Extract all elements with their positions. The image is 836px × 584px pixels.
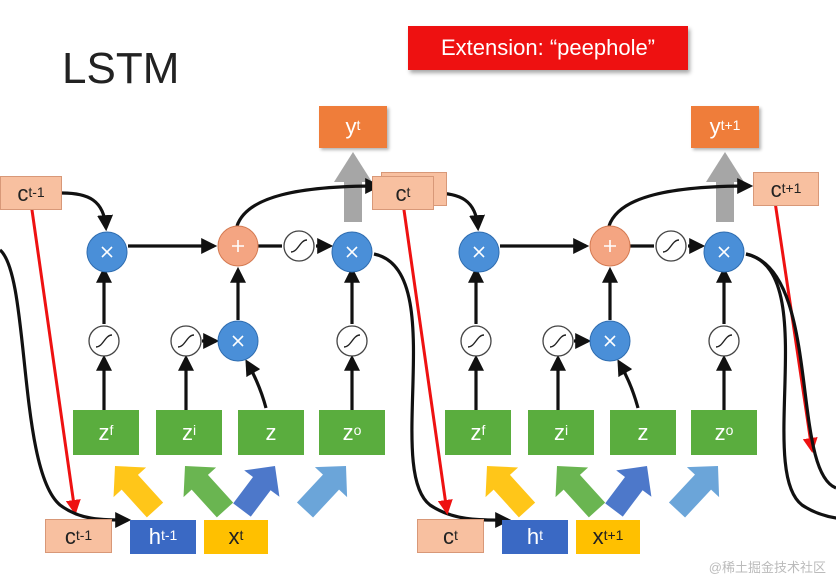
cell-1-fat-arrow-3 (233, 466, 280, 517)
cell-2-output-sigmoid-icon (708, 325, 740, 357)
cell-2-peephole-arrow (400, 195, 453, 515)
cell-2-output-multiply-icon (703, 231, 745, 273)
cell-1-c-prev-top: ct-1 (0, 176, 62, 210)
cell-1-c-bottom: ct-1 (45, 519, 112, 553)
cell-2-fat-arrow-2 (555, 466, 606, 518)
cell-2-forget-sigmoid-icon (460, 325, 492, 357)
cell-1-add-to-c-next (235, 178, 382, 227)
cell-2-fat-arrow-3 (605, 466, 652, 517)
cell-1-input-sigmoid-icon (170, 325, 202, 357)
cell-1-peephole-arrow (28, 195, 81, 515)
cell-2-h-input: ht (502, 520, 568, 554)
cell-1-fat-arrow-1 (113, 466, 164, 518)
cell-1-c-to-forget-mul (61, 191, 114, 232)
cell-2-fat-arrow-1 (485, 466, 536, 518)
cell-2-add-icon (589, 225, 631, 267)
cell-1-input-multiply-icon (217, 320, 259, 362)
cell-2-input-multiply-icon (589, 320, 631, 362)
cell-2-fat-arrow-4 (668, 466, 720, 518)
cell-2-gate-forget: zf (445, 410, 511, 455)
cell-1-output-sigmoid-icon (336, 325, 368, 357)
cell-1-gray-arrow-head (334, 152, 372, 182)
cell-2-gate-input: zi (528, 410, 594, 455)
cell-1-fat-arrow-2 (183, 466, 234, 518)
cell-1-gray-arrow-shaft (344, 182, 362, 222)
cell-2-x-input: xt+1 (576, 520, 640, 554)
cell-2-gray-arrow-head (706, 152, 744, 182)
cell-2-c-bottom: ct (417, 519, 484, 553)
cell-1-x-input: xt (204, 520, 268, 554)
cell-2-h-next-curve (745, 252, 836, 520)
cell-1-y-output: yt (319, 106, 387, 148)
cell-1-tanh-icon (283, 230, 315, 262)
cell-2-add-to-c-next (607, 178, 754, 227)
extension-banner: Extension: “peephole” (408, 26, 688, 70)
cell-2-input-sigmoid-icon (542, 325, 574, 357)
incoming-h-curve (0, 248, 132, 528)
cell-1-fat-arrow-4 (296, 466, 348, 518)
cell-1-z-to-input-mul (245, 359, 268, 409)
cell-1-output-multiply-icon (331, 231, 373, 273)
cell-2-gray-arrow-shaft (716, 182, 734, 222)
cell-2-forget-multiply-icon (458, 231, 500, 273)
cell-1-gate-input: zi (156, 410, 222, 455)
cell-2-c-next-top: ct+1 (753, 172, 819, 206)
page-title: LSTM (62, 44, 180, 93)
cell-1-add-icon (217, 225, 259, 267)
cell-2-gate-z: z (610, 410, 676, 455)
cell-1-forget-sigmoid-icon (88, 325, 120, 357)
cell-2-c-prev-top: ct (372, 176, 434, 210)
cell-1-gate-forget: zf (73, 410, 139, 455)
cell-1-gate-output: zo (319, 410, 385, 455)
h-next-curve-right (745, 252, 836, 490)
cell-2-y-output: yt+1 (691, 106, 759, 148)
cell-2-tanh-icon (655, 230, 687, 262)
cell-1-forget-multiply-icon (86, 231, 128, 273)
cell-1-gate-z: z (238, 410, 304, 455)
cell-2-z-to-input-mul (617, 359, 640, 409)
cell-2-gate-output: zo (691, 410, 757, 455)
watermark: @稀土掘金技术社区 (708, 560, 826, 575)
cell-1-h-input: ht-1 (130, 520, 196, 554)
